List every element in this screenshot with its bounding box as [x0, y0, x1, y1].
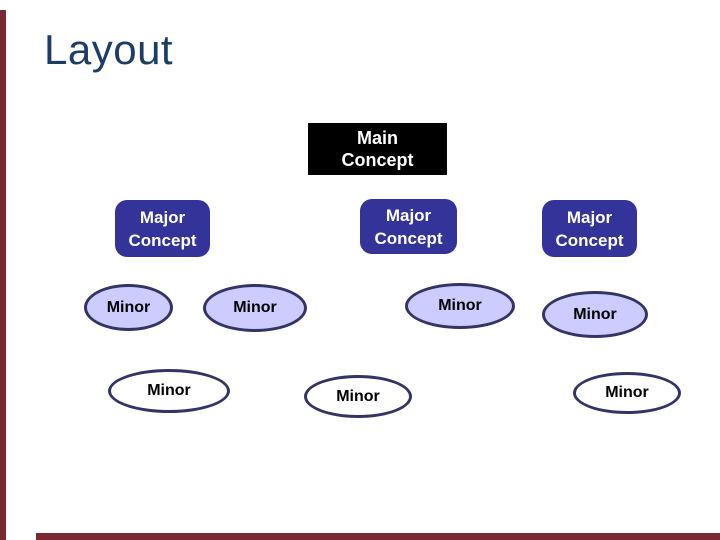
minor-shaded-1-label: Minor	[106, 298, 151, 316]
minor-node-shaded-1: Minor	[84, 284, 173, 331]
major-concept-3-label-line1: Major	[566, 207, 613, 227]
major-concept-2-label-line1: Major	[385, 205, 432, 225]
bottom-accent-bar	[36, 533, 720, 540]
major-concept-node-3: Major Concept	[542, 200, 637, 257]
minor-plain-2-label: Minor	[336, 387, 380, 405]
minor-node-shaded-3: Minor	[405, 283, 515, 329]
minor-node-shaded-2: Minor	[203, 284, 307, 332]
minor-node-shaded-4: Minor	[542, 291, 648, 338]
minor-node-plain-1: Minor	[108, 369, 230, 413]
main-concept-label-line1: Main	[356, 128, 398, 148]
minor-shaded-3-label: Minor	[438, 297, 482, 314]
slide-title: Layout	[44, 26, 174, 73]
major-concept-2-label-line2: Concept	[374, 228, 443, 248]
major-concept-node-1: Major Concept	[115, 200, 210, 257]
minor-plain-3-label: Minor	[605, 384, 649, 401]
major-concept-1-label-line1: Major	[139, 207, 186, 227]
minor-plain-1-label: Minor	[147, 382, 191, 399]
minor-shaded-4-label: Minor	[573, 305, 617, 323]
main-concept-label-line2: Concept	[341, 150, 414, 170]
minor-shaded-2-label: Minor	[233, 299, 277, 316]
left-accent-bar	[0, 10, 6, 540]
main-concept-node: Main Concept	[308, 123, 447, 175]
major-concept-1-label-line2: Concept	[128, 230, 197, 250]
minor-node-plain-2: Minor	[304, 375, 412, 418]
major-concept-3-label-line2: Concept	[555, 230, 624, 250]
major-concept-node-2: Major Concept	[360, 199, 457, 254]
minor-node-plain-3: Minor	[573, 372, 681, 414]
